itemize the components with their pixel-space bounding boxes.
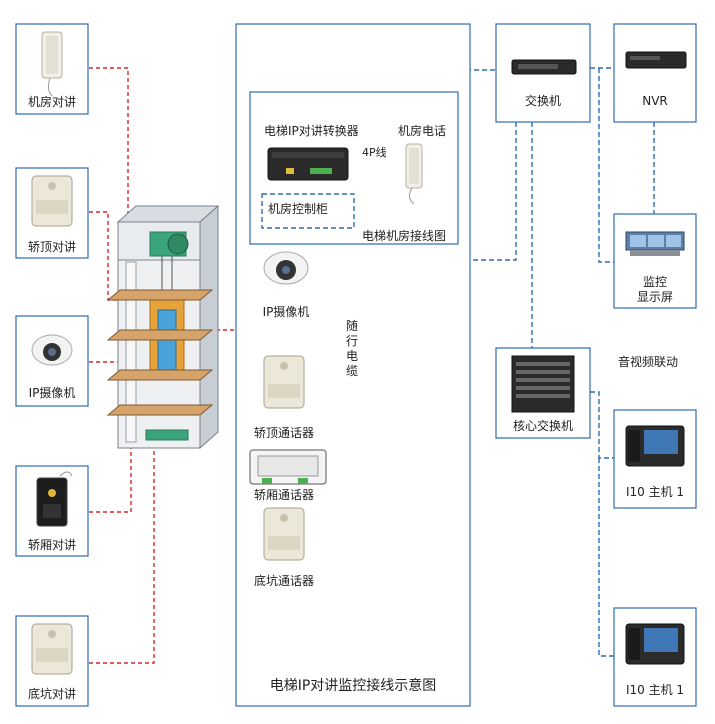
car-unit-label: 轿厢通话器	[254, 487, 314, 502]
av-linkage-label: 音视频联动	[618, 354, 678, 369]
wall-phone-icon	[41, 31, 63, 97]
switch-label: 交换机	[525, 93, 561, 108]
four-wire-label: 4P线	[362, 145, 387, 159]
ip-converter-icon	[267, 147, 349, 181]
car-top-unit-icon	[263, 355, 305, 409]
ip-camera-left-label: IP摄像机	[29, 385, 76, 400]
desk-phone-icon	[625, 425, 685, 467]
ip-camera-box-left: IP摄像机	[15, 315, 89, 407]
speaker-panel-icon	[31, 175, 73, 227]
dome-camera-icon	[31, 334, 73, 366]
core-switch-box: 核心交换机	[495, 347, 591, 439]
nvr-device-icon	[625, 51, 687, 69]
monitor-wall-icon	[625, 231, 685, 256]
host1-box: I10 主机 1	[613, 409, 697, 509]
car-panel-icon	[36, 471, 73, 527]
control-cabinet-box	[261, 193, 355, 229]
core-switch-label: 核心交换机	[513, 418, 573, 433]
monitor-box: 监控 显示屏	[613, 213, 697, 309]
car-top-intercom-box: 轿顶对讲	[15, 167, 89, 259]
monitor-label-line2: 显示屏	[637, 290, 673, 304]
pit-intercom-label: 底坑对讲	[28, 686, 76, 701]
dome-camera-center-icon	[263, 251, 309, 285]
ip-camera-center-label: IP摄像机	[263, 304, 310, 319]
machine-room-intercom-box: 机房对讲	[15, 23, 89, 115]
diagram-title: 电梯IP对讲监控接线示意图	[270, 677, 437, 694]
wiring-diagram-label: 电梯机房接线图	[362, 228, 446, 243]
car-unit-icon	[249, 449, 327, 485]
car-top-unit-label: 轿顶通话器	[254, 425, 314, 440]
control-cabinet-label: 机房控制柜	[268, 201, 328, 216]
car-intercom-label: 轿厢对讲	[28, 537, 76, 552]
pit-intercom-box: 底坑对讲	[15, 615, 89, 707]
travel-cable-char-1: 随	[346, 318, 358, 333]
travel-cable-label: 随 行 电 缆	[346, 318, 358, 378]
travel-cable-char-2: 行	[346, 334, 358, 348]
pit-unit-label: 底坑通话器	[254, 573, 314, 588]
elevator-shaft-illustration	[106, 204, 220, 450]
monitor-label-line1: 监控	[643, 275, 667, 289]
room-phone-icon	[405, 143, 423, 205]
room-phone-label: 机房电话	[398, 123, 446, 138]
host1-label: I10 主机 1	[626, 485, 684, 499]
host2-box: I10 主机 1	[613, 607, 697, 707]
switch-box: 交换机	[495, 23, 591, 123]
nvr-box: NVR	[613, 23, 697, 123]
travel-cable-char-3: 电	[346, 349, 358, 363]
traction-machine-icon	[149, 231, 189, 257]
host2-label: I10 主机 1	[626, 683, 684, 697]
network-switch-icon	[511, 59, 577, 75]
pit-speaker-icon	[31, 623, 73, 675]
pit-unit-icon	[263, 507, 305, 561]
machine-room-intercom-label: 机房对讲	[28, 94, 76, 109]
core-switch-icon	[511, 355, 575, 413]
car-intercom-box: 轿厢对讲	[15, 465, 89, 557]
car-top-intercom-label: 轿顶对讲	[28, 239, 76, 254]
desk-phone-icon-2	[625, 623, 685, 665]
nvr-label: NVR	[642, 94, 668, 108]
converter-label: 电梯IP对讲转换器	[264, 123, 359, 138]
travel-cable-char-4: 缆	[346, 364, 358, 378]
